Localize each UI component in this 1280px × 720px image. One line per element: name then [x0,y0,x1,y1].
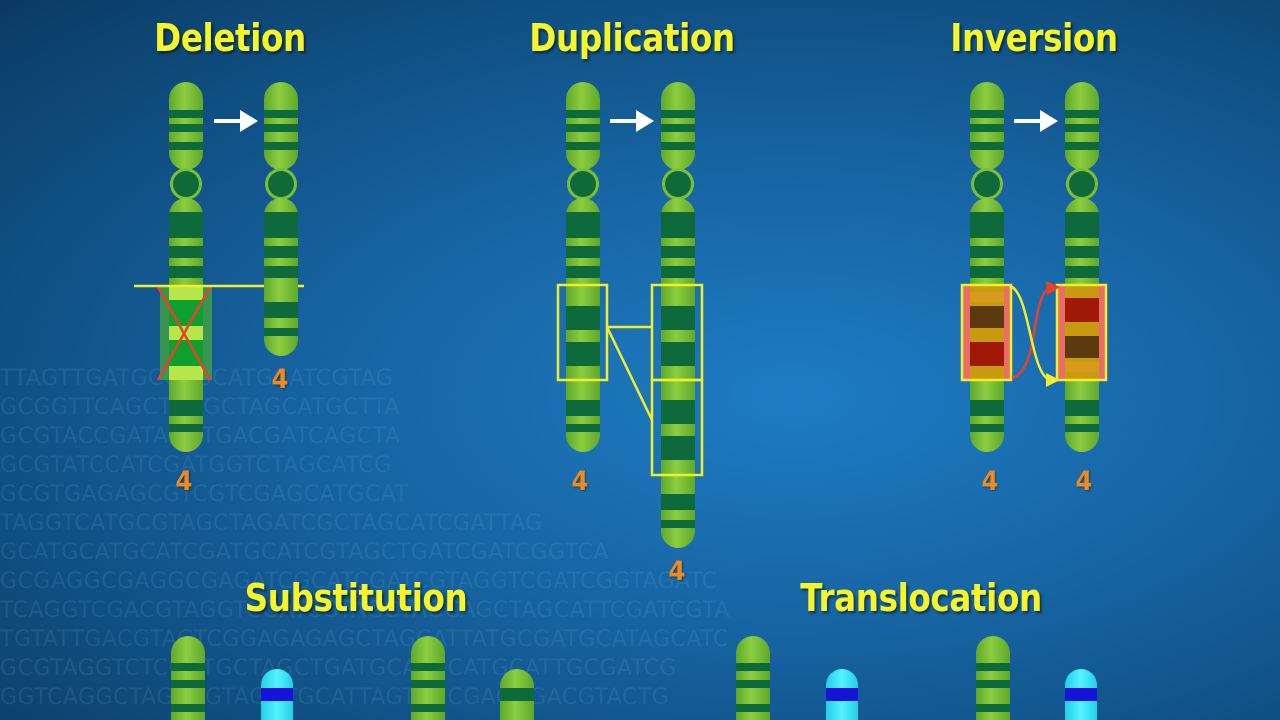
deletion-original-chromosome [156,82,212,452]
label-inversion-original: 4 [981,466,999,497]
label-deletion-original: 4 [175,466,193,497]
title-deletion: Deletion [154,16,306,60]
substitution-chromosome-a [171,636,205,720]
cross-out-icon [156,286,212,381]
dna-sequence-line: GCGAGGCGAGGCGAGATCGCATCGATCGTAGGTCGATCGG… [0,569,718,594]
duplication-panel [556,82,704,548]
dna-sequence-line: GGTCAGGCTAGCAGTAGGTGCATTAGTAGCGACGGACGTA… [0,685,670,710]
right-arrow-icon [214,110,258,132]
substitution-fragment-cyan [261,669,293,720]
inversion-panel [960,82,1108,452]
right-arrow-icon [610,110,654,132]
translocation-chromosome-a [736,636,770,720]
deletion-result-chromosome [264,82,298,356]
title-substitution: Substitution [244,576,468,620]
inversion-source-box [960,283,1013,382]
dna-sequence-line: GCGTATCCATCGATGGTCTAGCATCG [0,453,392,478]
curved-arrow-icon [1009,281,1060,387]
substitution-fragment-green [500,669,534,720]
dna-sequence-line: TCAGGTCGACGTAGGTCGATCGTAGCTAGCAGCTAGCATT… [0,598,731,623]
translocation-fragment-cyan-b [1065,669,1097,720]
dna-sequence-line: GCATGCATGCATCGATGCATCGTAGCTGATCGATCGGTCA [0,540,609,565]
label-inversion-result: 4 [1075,466,1093,497]
duplication-connector-lines [605,325,654,421]
inversion-result-chromosome [1058,82,1106,452]
inversion-original-chromosome [962,82,1010,452]
label-duplication-result: 4 [668,556,686,587]
dna-sequence-line: GCGTAGGTCTCCGTGCTAGCTGATGCATGCATGCATTGCG… [0,656,677,681]
dna-sequence-line: TAGGTCATGCGTAGCTAGATCGCTAGCATCGATTAG [0,511,543,536]
substitution-panel [171,636,534,720]
dna-sequence-line: TGTATTGACGTAGTCGGAGAGAGCTAGCATTATGCGATGC… [0,627,729,652]
translocation-panel [736,636,1097,720]
right-arrow-icon [1014,110,1058,132]
title-translocation: Translocation [800,576,1042,620]
inversion-result-box [1055,283,1108,382]
duplication-copy-box [650,378,704,477]
deletion-panel [134,82,304,452]
translocation-fragment-cyan-a [826,669,858,720]
dna-sequence-line: GCGTGAGAGCGTCGTCGAGCATGCAT [0,482,409,507]
label-deletion-result: 4 [271,364,289,395]
duplication-result-chromosome [661,82,695,548]
translocation-chromosome-b [976,636,1010,720]
title-duplication: Duplication [529,16,735,60]
label-duplication-original: 4 [571,466,589,497]
title-inversion: Inversion [950,16,1118,60]
duplication-source-box [556,283,609,382]
substitution-chromosome-b [411,636,445,720]
duplication-original-chromosome [566,82,600,452]
